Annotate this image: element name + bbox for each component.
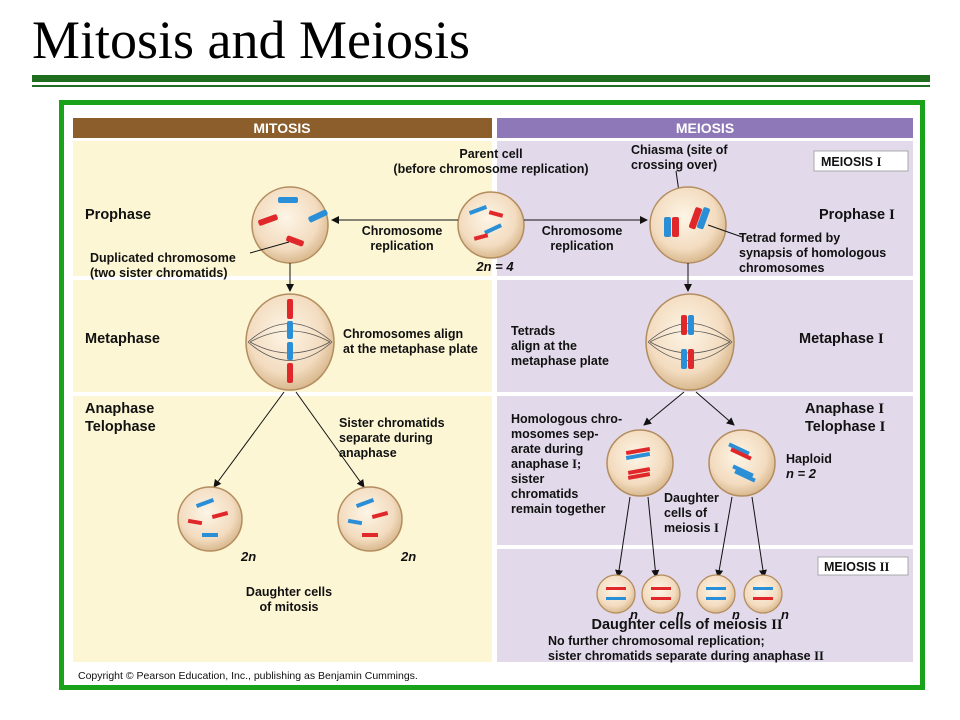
meiosis-header: MEIOSIS: [676, 120, 734, 136]
mitosis-telophase-label: Telophase: [85, 419, 156, 435]
mitosis-header: MITOSIS: [253, 120, 310, 136]
n-label-1: n: [630, 607, 638, 622]
slide-title: Mitosis and Meiosis: [32, 10, 471, 70]
mitosis-prophase-cell: [251, 186, 329, 264]
meiosis-header-bar: [497, 118, 913, 138]
arrow-to-meiosis1-left: [643, 391, 685, 426]
parent-cell-label: Parent cell: [459, 147, 522, 161]
daughter-meiosis1-2: cells of: [664, 506, 708, 520]
homologous-line-1: Homologous chro-: [511, 412, 622, 426]
replication-right-2: replication: [550, 239, 613, 253]
n-label-3: n: [732, 607, 740, 622]
daughter-meiosis1-3: meiosis I: [664, 521, 719, 535]
meiosis2-cell-3: [696, 574, 736, 614]
tetrad-label-3: chromosomes: [739, 261, 824, 275]
arrow-m2-2: [647, 496, 660, 578]
homologous-line-5: sister: [511, 472, 544, 486]
replication-right-1: Chromosome: [542, 224, 623, 238]
mitosis-metaphase-cell: [245, 293, 335, 391]
arrow-m2-1: [615, 496, 631, 578]
daughter-mitosis-sublabel: of mitosis: [259, 600, 318, 614]
mitosis-daughter-cell-right: [337, 486, 403, 552]
meiosis-prophase-cell: [649, 186, 727, 264]
meiosis1-daughter-cell-left: [606, 429, 674, 497]
haploid-label: Haploid: [786, 452, 832, 466]
tetrad-label-2: synapsis of homologous: [739, 246, 886, 260]
chiasma-sublabel: crossing over): [631, 158, 717, 172]
duplicated-chromosome-sublabel: (two sister chromatids): [90, 266, 228, 280]
homologous-line-3: arate during: [511, 442, 583, 456]
parent-cell-sublabel: (before chromosome replication): [393, 162, 588, 176]
sister-separate-3: anaphase: [339, 446, 397, 460]
duplicated-pointer: [249, 241, 290, 254]
meiosis1-box-label: MEIOSIS I: [821, 155, 882, 169]
mitosis-metaphase-label: Metaphase: [85, 331, 160, 347]
tetrads-align-2: align at the: [511, 339, 577, 353]
tetrad-pointer: [707, 224, 743, 238]
meiosis2-cell-1: [596, 574, 636, 614]
meiosis-metaphase-label: Metaphase I: [799, 331, 884, 347]
chromosomes-align-sublabel: at the metaphase plate: [343, 342, 478, 356]
meiosis-metaphase-cell: [645, 293, 735, 391]
mitosis-prophase-label: Prophase: [85, 207, 151, 223]
daughter-meiosis1-1: Daughter: [664, 491, 719, 505]
replication-left-2: replication: [370, 239, 433, 253]
homologous-line-2: mosomes sep-: [511, 427, 599, 441]
meiosis2-cell-2: [641, 574, 681, 614]
arrow-to-meiosis1-right: [695, 391, 735, 426]
meiosis-telophase-label: Telophase I: [805, 419, 886, 435]
mitosis-anaphase-label: Anaphase: [85, 401, 154, 417]
replication-left-1: Chromosome: [362, 224, 443, 238]
chromosomes-align-label: Chromosomes align: [343, 327, 463, 341]
meiosis1-box: [813, 150, 909, 172]
meiosis2-cell-4: [743, 574, 783, 614]
arrow-m2-3: [715, 496, 733, 578]
diagram-frame: MITOSIS MEIOSIS Parent cell (before chro…: [59, 100, 925, 690]
tetrads-align-1: Tetrads: [511, 324, 555, 338]
homologous-line-4: anaphase I;: [511, 457, 581, 471]
meiosis-anaphase-label: Anaphase I: [805, 401, 884, 417]
no-further-replication: No further chromosomal replication;: [548, 634, 765, 648]
sister-separate-1: Sister chromatids: [339, 416, 445, 430]
homologous-line-7: remain together: [511, 502, 606, 516]
daughter-mitosis-label: Daughter cells: [246, 585, 332, 599]
arrow-m2-4: [751, 496, 767, 578]
mitosis-left-ploidy: 2n: [240, 549, 256, 564]
sister-separate-2: separate during: [339, 431, 433, 445]
meiosis2-box-label: MEIOSIS II: [824, 560, 889, 574]
meiosis-prophase-label: Prophase I: [819, 207, 895, 223]
tetrads-align-3: metaphase plate: [511, 354, 609, 368]
copyright: Copyright © Pearson Education, Inc., pub…: [78, 670, 418, 682]
duplicated-chromosome-label: Duplicated chromosome: [90, 251, 236, 265]
n-label-4: n: [781, 607, 789, 622]
n-label-2: n: [676, 607, 684, 622]
haploid-ploidy: n = 2: [786, 466, 817, 481]
title-underline-bar: [32, 75, 930, 82]
sister-separate-meiosis2: sister chromatids separate during anapha…: [548, 649, 824, 663]
mitosis-right-ploidy: 2n: [400, 549, 416, 564]
arrow-to-daughter-left: [213, 391, 285, 488]
arrow-to-daughter-right: [295, 391, 365, 488]
parent-cell: [457, 191, 525, 259]
title-underline-line: [32, 85, 930, 87]
meiosis1-daughter-cell-right: [708, 429, 776, 497]
mitosis-header-bar: [73, 118, 492, 138]
parent-ploidy: 2n = 4: [475, 259, 514, 274]
meiosis2-box: [817, 556, 909, 576]
mitosis-daughter-cell-left: [177, 486, 243, 552]
tetrad-label-1: Tetrad formed by: [739, 231, 840, 245]
daughter-meiosis2-label: Daughter cells of meiosis II: [592, 617, 783, 633]
chiasma-label: Chiasma (site of: [631, 143, 728, 157]
homologous-line-6: chromatids: [511, 487, 578, 501]
mitosis-meiosis-diagram: MITOSIS MEIOSIS Parent cell (before chro…: [73, 118, 913, 682]
